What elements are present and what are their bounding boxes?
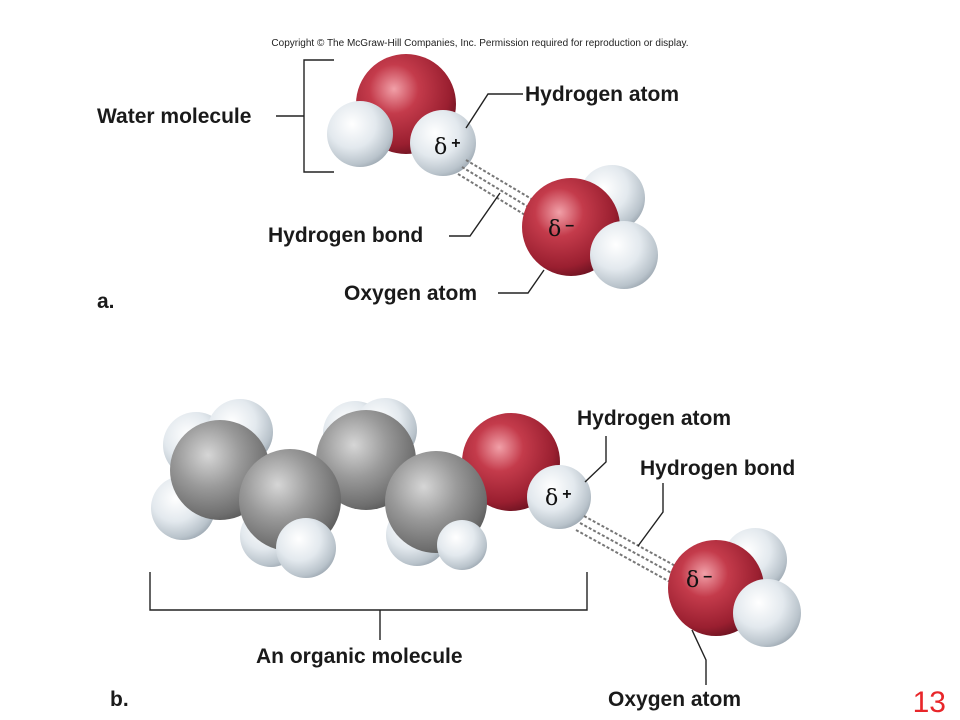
panel-a-water-molecule-top: [327, 54, 476, 176]
panel-a-water-molecule-bottom: [522, 165, 658, 289]
slide-number: 13: [912, 686, 946, 719]
label-hydrogen-bond-a: Hydrogen bond: [268, 224, 424, 247]
label-organic-molecule: An organic molecule: [256, 645, 463, 668]
label-hydrogen-bond-b: Hydrogen bond: [640, 457, 796, 480]
leader-lines-b: [149, 436, 707, 685]
hydrogen-bond-a: [457, 159, 541, 219]
hydrogen-atom-b-8: [276, 518, 336, 578]
label-water-molecule: Water molecule: [97, 105, 252, 128]
panel-letter-b: b.: [110, 688, 129, 711]
label-oxygen-atom-b: Oxygen atom: [608, 688, 742, 711]
delta-plus-a: δ+: [434, 135, 461, 160]
hydrogen-atom-a-top-right: [410, 110, 476, 176]
leader-lines-a: [276, 59, 545, 294]
hydrogen-bond-b: [575, 515, 682, 584]
hydrogen-atom-b-polar: [527, 465, 591, 529]
panel-b-water-molecule: [668, 528, 801, 647]
delta-minus-a: δ–: [548, 217, 574, 242]
panel-letter-a: a.: [97, 290, 115, 313]
hydrogen-atom-a-bottom-front: [590, 221, 658, 289]
label-hydrogen-atom-b: Hydrogen atom: [577, 407, 732, 430]
delta-plus-b: δ+: [545, 486, 572, 511]
delta-minus-b: δ–: [686, 568, 712, 593]
hydrogen-atom-a-top-left: [327, 101, 393, 167]
hydrogen-atom-b-9: [437, 520, 487, 570]
label-hydrogen-atom-a: Hydrogen atom: [525, 83, 680, 106]
organic-molecule: [151, 398, 591, 578]
label-oxygen-atom-a: Oxygen atom: [344, 282, 478, 305]
copyright-notice: Copyright © The McGraw-Hill Companies, I…: [271, 38, 689, 49]
hydrogen-atom-b-water-front: [733, 579, 801, 647]
